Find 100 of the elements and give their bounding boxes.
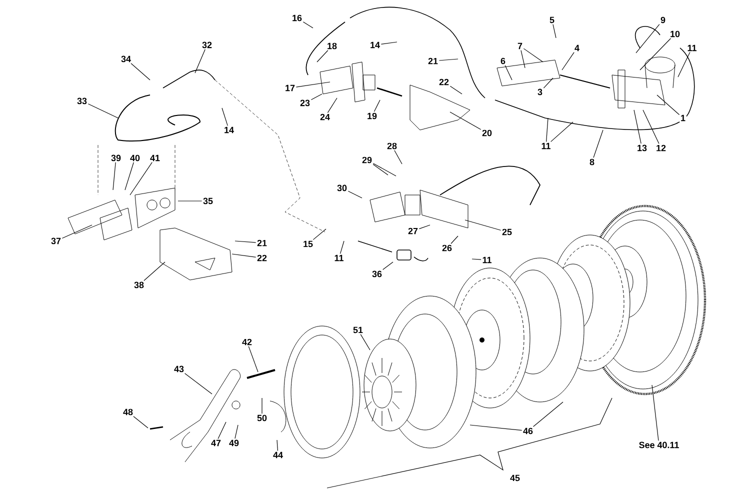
callout-number: 21 [427,56,439,66]
leader-line [360,334,370,350]
callout-number: 21 [256,238,268,248]
callout-number: 23 [299,98,311,108]
leader-line [276,440,278,451]
leader-line [450,86,462,94]
callout-number: 45 [510,474,520,482]
leader-line [124,162,134,190]
leader-line [178,200,202,202]
callout-number: 32 [201,40,213,50]
callout-number: 10 [669,30,681,38]
callout-number: 36 [371,270,383,278]
callout-number: 46 [522,426,534,436]
callout-number: 22 [438,78,450,86]
callout-number: 29 [361,156,373,164]
leader-line [133,416,148,428]
leader-line [296,82,330,88]
leader-line [562,52,574,70]
leader-line [593,130,604,158]
callout-number: 26 [441,244,453,252]
callout-number: 11 [333,254,345,262]
callout-number: 4 [574,44,580,52]
callout-number: 37 [50,236,62,246]
callout-number: 25 [501,228,513,236]
leader-line [450,236,458,244]
callout-number: 11 [540,142,552,150]
callout-number: 42 [241,338,253,346]
callout-number: 39 [110,154,122,162]
callout-number: 38 [133,280,145,290]
leader-line [394,150,402,164]
leader-line [464,220,502,231]
leader-line [130,63,150,80]
callout-number: 47 [210,438,222,448]
callout-number: 14 [369,40,381,50]
leader-line [438,58,458,61]
callout-number: 51 [352,326,364,334]
leader-line [640,38,672,70]
leader-line [312,228,326,240]
callout-number: 40 [129,154,141,162]
callout-number: 17 [284,84,296,92]
callout-number: 8 [588,158,596,166]
callout-number: 27 [407,226,419,236]
callout-number: 6 [500,56,506,66]
leader-line [382,262,394,270]
leader-line [302,22,314,28]
leader-line [184,373,212,394]
callout-number: 5 [548,16,556,24]
leader-line [636,24,660,54]
leader-line [546,118,548,142]
leader-line [418,224,430,230]
leader-line [112,162,116,190]
leader-line [88,104,118,118]
leader-line [504,65,512,80]
leader-line [194,49,206,74]
callout-number: 20 [481,128,493,138]
leader-line [340,240,344,254]
callout-number: 3 [536,88,544,96]
callout-number: 49 [228,438,240,448]
leader-line [374,100,380,112]
leader-line [234,424,238,439]
leader-line [450,112,482,130]
leader-line [372,163,396,176]
callout-number: 30 [336,184,348,192]
leader-line [310,94,322,100]
callout-number: 1 [680,114,686,122]
leader-line [218,422,226,439]
leader-line [144,262,166,281]
leader-line [543,78,554,88]
callout-number: 12 [655,144,667,152]
callout-number: 15 [302,240,314,248]
leader-line [678,52,690,78]
callout-number: 44 [272,450,284,460]
callout-number: 48 [122,408,134,416]
leader-line [470,424,522,431]
callout-number: 19 [366,112,378,120]
leader-line [62,224,92,239]
callout-number: 11 [481,256,493,264]
callout-number: 50 [256,414,268,422]
leader-line [348,190,362,198]
callout-number: 34 [120,54,132,64]
leader-line [550,122,574,142]
leader-line [520,50,526,68]
callout-number: 22 [256,254,268,262]
callout-number: 16 [291,14,303,22]
leader-line [248,346,258,372]
callout-number: 18 [326,42,338,50]
leader-line [472,258,482,260]
callout-number: 35 [202,196,214,206]
callout-number: 14 [223,126,235,134]
callout-number: 11 [686,44,698,52]
leader-line [656,94,680,116]
leader-line [316,50,328,62]
leader-line [380,42,398,44]
callout-number: 28 [386,142,398,150]
callout-number: 7 [516,42,524,50]
leader-line [222,108,228,126]
callout-number: 41 [149,154,161,162]
leader-line [130,162,152,196]
leader-line [372,164,388,176]
leader-line [552,24,556,38]
